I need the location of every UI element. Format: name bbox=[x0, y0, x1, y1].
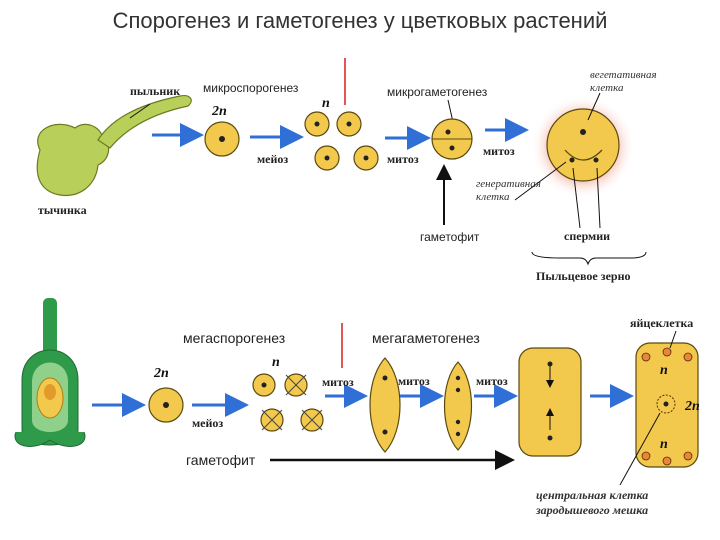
central-cell-label-1: центральная клетка bbox=[536, 488, 648, 502]
sperm-pointer-1 bbox=[572, 167, 581, 229]
mega-mitosis3-label: митоз bbox=[476, 374, 508, 388]
central-cell-pointer bbox=[619, 412, 661, 486]
stamen-illustration bbox=[36, 95, 192, 196]
megaspore-tetrad bbox=[252, 373, 324, 432]
vegetative-cell-label-2: клетка bbox=[590, 82, 624, 94]
page-title: Спорогенез и гаметогенез у цветковых рас… bbox=[112, 8, 608, 33]
mega-ploidy-n-top: n bbox=[660, 363, 668, 378]
central-cell-label-2: зародышевого мешка bbox=[535, 503, 648, 517]
mega-ploidy-n: n bbox=[272, 355, 280, 370]
micro-gametophyte-label: гаметофит bbox=[420, 230, 480, 244]
mature-embryo-sac bbox=[635, 342, 699, 468]
generative-cell-pointer bbox=[514, 161, 567, 201]
microsporogenesis-label: микроспорогенез bbox=[203, 81, 299, 95]
stamen-filament-shape bbox=[36, 123, 110, 196]
generative-cell-label-1: генеративная bbox=[476, 178, 541, 190]
microspore-tetrad bbox=[304, 111, 379, 171]
anther-label: пыльник bbox=[130, 84, 180, 98]
ovule-illustration bbox=[14, 298, 86, 447]
megasporocyte bbox=[148, 387, 184, 423]
mega-mitosis1-label: митоз bbox=[322, 375, 354, 389]
sperm-pointer-2 bbox=[596, 167, 601, 229]
embryo-sac-8-nuclei bbox=[518, 347, 582, 457]
sperms-label: спермии bbox=[564, 229, 610, 243]
anther-shape bbox=[97, 95, 192, 149]
megagametogenesis-label: мегагаметогенез bbox=[372, 330, 480, 346]
mega-mitosis2-label: митоз bbox=[398, 374, 430, 388]
embryo-sac-4-nuclei bbox=[444, 361, 472, 451]
anther-pointer bbox=[129, 103, 151, 119]
stamen-label: тычинка bbox=[38, 203, 87, 217]
mega-ploidy-2n-center: 2n bbox=[684, 399, 700, 414]
vegetative-cell-label-1: вегетативная bbox=[590, 69, 657, 81]
mega-ploidy-n-bottom: n bbox=[660, 437, 668, 452]
micro-ploidy-n: n bbox=[322, 96, 330, 111]
pollen-grain-label: Пыльцевое зерно bbox=[536, 269, 630, 283]
micro-ploidy-2n: 2n bbox=[211, 104, 227, 119]
mega-ploidy-2n: 2n bbox=[153, 366, 169, 381]
embryo-sac-2-nuclei bbox=[369, 357, 401, 453]
pollen-brace bbox=[531, 251, 647, 266]
vegetative-cell-pointer bbox=[587, 92, 601, 121]
egg-cell-pointer bbox=[669, 330, 677, 349]
egg-cell-label: яйцеклетка bbox=[630, 316, 693, 330]
microsporocyte bbox=[204, 121, 240, 157]
micro-mitosis1-label: митоз bbox=[387, 152, 419, 166]
mega-gametophyte-label: гаметофит bbox=[186, 452, 256, 468]
pollen-grain bbox=[531, 95, 635, 199]
megasporogenesis-label: мегаспорогенез bbox=[183, 330, 285, 346]
microgametogenesis-label: микрогаметогенез bbox=[387, 85, 488, 99]
microgametogenesis-pointer bbox=[447, 99, 454, 123]
micro-meiosis-label: мейоз bbox=[257, 152, 288, 166]
micro-mitosis2-label: митоз bbox=[483, 144, 515, 158]
generative-cell-label-2: клетка bbox=[476, 191, 510, 203]
microspore-dividing bbox=[431, 118, 473, 160]
mega-meiosis-label: мейоз bbox=[192, 416, 223, 430]
